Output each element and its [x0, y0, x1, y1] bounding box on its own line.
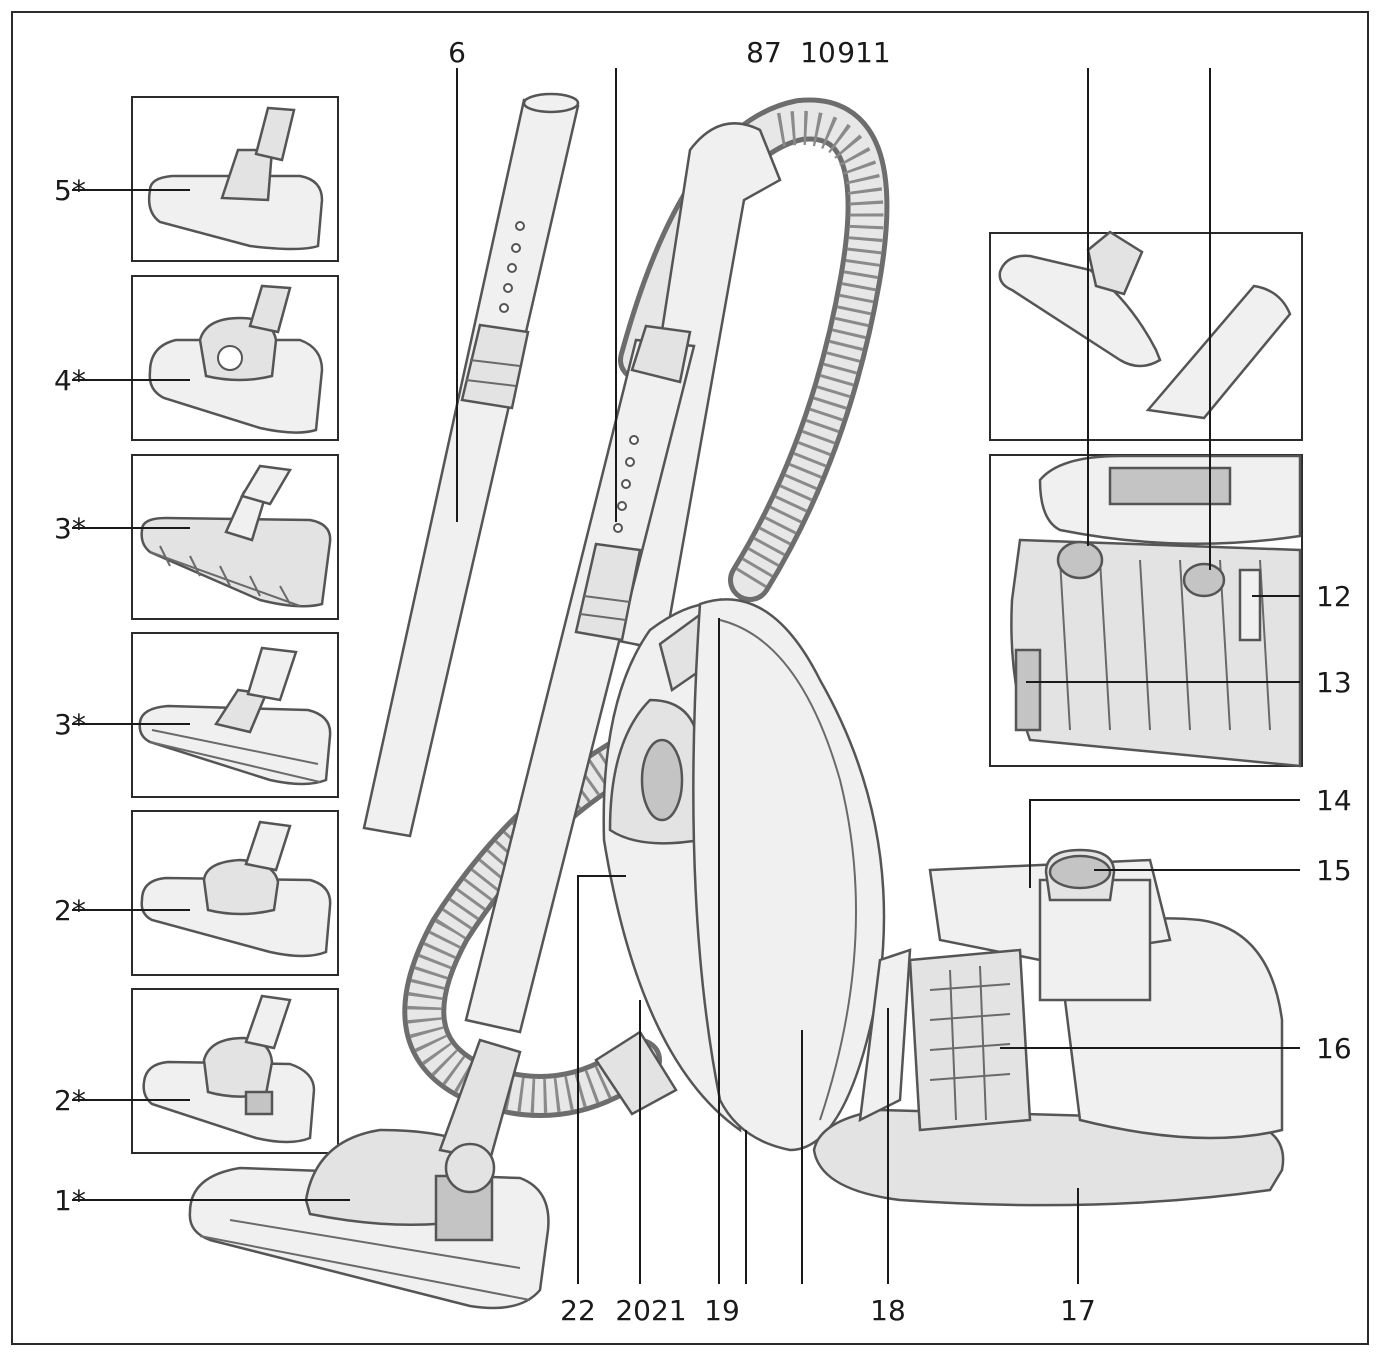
- label-18: 18: [870, 1294, 906, 1327]
- label-1-star: 1*: [54, 1184, 86, 1217]
- floor-nozzle-1: [188, 1038, 550, 1310]
- label-19: 19: [704, 1294, 740, 1327]
- label-2-star-lower: 2*: [54, 1084, 86, 1117]
- open-base-unit: [812, 848, 1285, 1207]
- callout-labels: 6 87 10 911 5* 4* 3* 3* 2* 2* 1* 12 13 1…: [54, 36, 1352, 1327]
- nozzle-2-inset-upper: [131, 810, 339, 976]
- label-5-star: 5*: [54, 174, 86, 207]
- label-16: 16: [1316, 1032, 1352, 1065]
- label-87: 87: [746, 36, 782, 69]
- label-22: 22: [560, 1294, 596, 1327]
- label-2-star-upper: 2*: [54, 894, 86, 927]
- label-6: 6: [448, 36, 466, 69]
- diagram-frame: [11, 11, 1369, 1345]
- label-3-star-lower: 3*: [54, 708, 86, 741]
- label-4-star: 4*: [54, 364, 86, 397]
- label-911: 911: [837, 36, 890, 69]
- storage-inset: [989, 454, 1303, 768]
- label-13: 13: [1316, 666, 1352, 699]
- label-10: 10: [800, 36, 836, 69]
- nozzle-5-inset: [131, 96, 339, 262]
- nozzle-4-inset: [131, 275, 339, 441]
- label-15: 15: [1316, 854, 1352, 887]
- label-12: 12: [1316, 580, 1352, 613]
- label-3-star-upper: 3*: [54, 512, 86, 545]
- vacuum-main-body: [602, 597, 886, 1152]
- nozzle-3-inset-lower: [131, 632, 339, 798]
- label-2021: 2021: [615, 1294, 686, 1327]
- accessory-inset: [989, 230, 1303, 441]
- nozzle-3-inset-upper: [131, 454, 339, 620]
- label-14: 14: [1316, 784, 1352, 817]
- leader-lines: [72, 68, 1300, 1284]
- label-17: 17: [1060, 1294, 1096, 1327]
- telescopic-tube-6: [362, 92, 580, 838]
- handle-and-tube: [464, 122, 782, 1034]
- nozzle-2-inset-lower: [131, 988, 339, 1154]
